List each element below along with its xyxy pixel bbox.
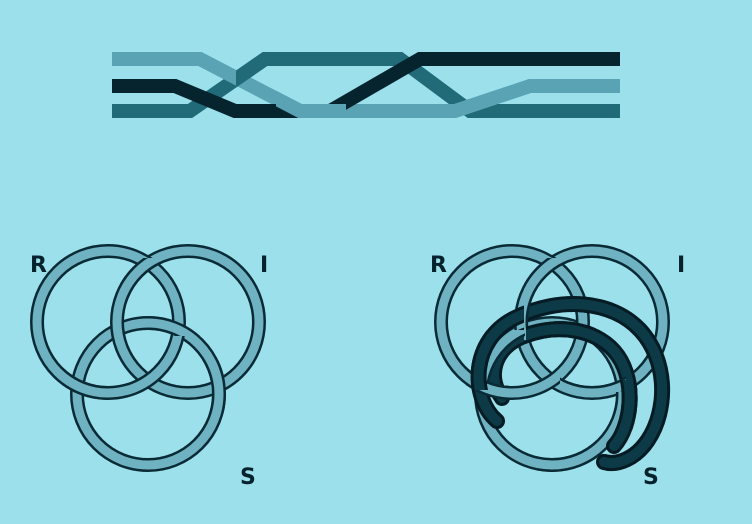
label-I-right: I: [677, 253, 685, 278]
right-labels: R I S: [430, 253, 685, 490]
braid-strand-mid: [112, 52, 620, 118]
braid-strands: [112, 52, 620, 118]
dark-over-ring-R: [470, 330, 511, 390]
dark-inner-over-ring-I-2: [614, 380, 638, 430]
label-R-right: R: [430, 253, 447, 278]
label-R-left: R: [30, 253, 47, 278]
label-I-left: I: [260, 253, 268, 278]
dark-over-ring-I: [570, 300, 650, 364]
dark-over-ring-S: [598, 400, 654, 464]
dark-strand-over-rings: [470, 300, 654, 464]
left-labels: R I S: [30, 253, 268, 490]
dark-inner-over-ring-I: [526, 321, 596, 347]
label-S-left: S: [240, 465, 256, 490]
ring-I: [110, 244, 266, 400]
overpass-S-over-I: [202, 360, 226, 414]
braid-strand-light: [112, 52, 620, 118]
left-rings-group: [30, 244, 266, 472]
ring-S-over-dark-2: [537, 440, 597, 472]
label-S-right: S: [643, 465, 659, 490]
rings-over-dark-strand: [466, 300, 626, 472]
braid-overpass-dark-1: [430, 52, 490, 66]
